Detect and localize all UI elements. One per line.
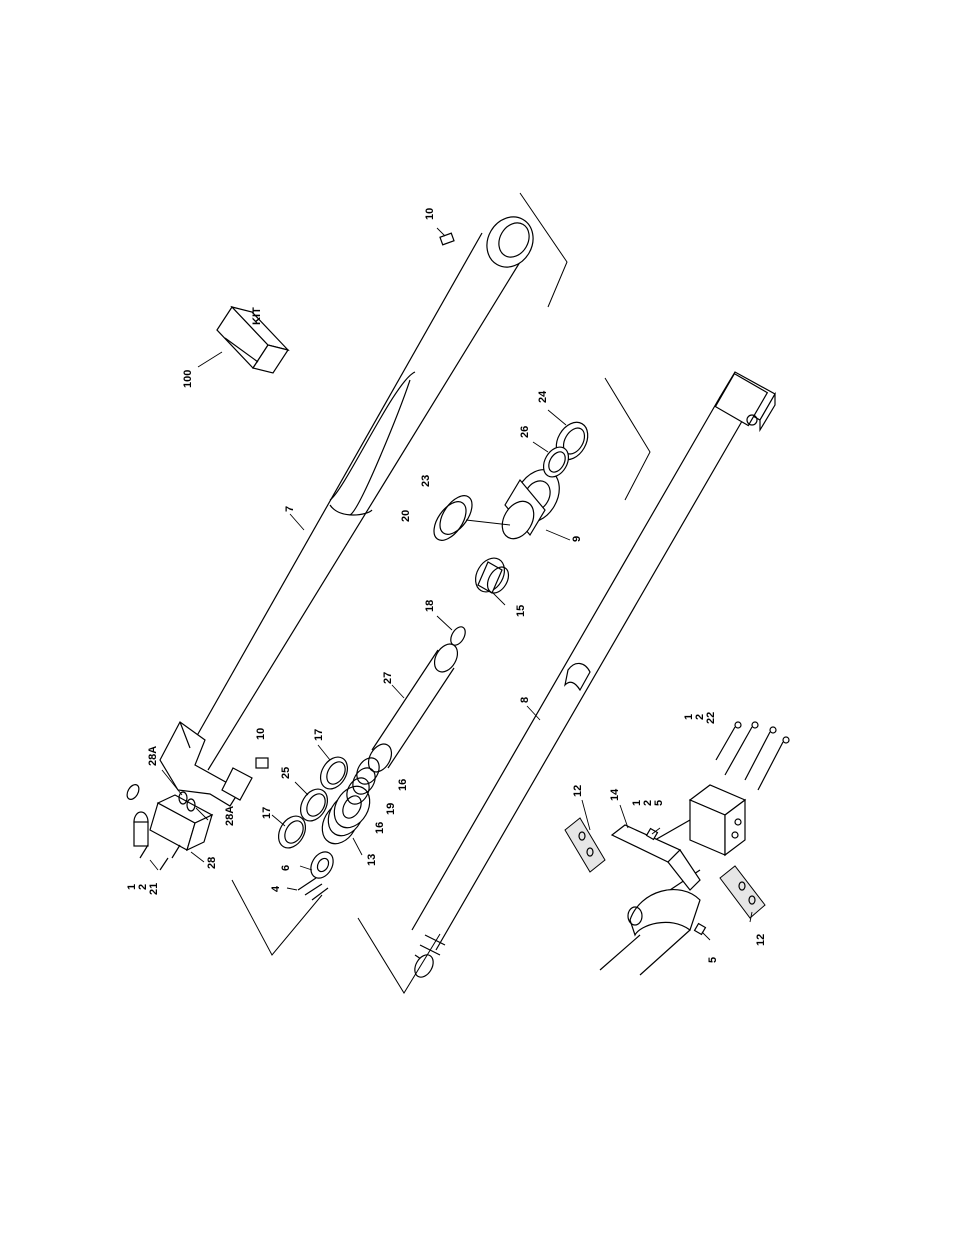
plug-bottom <box>255 757 269 769</box>
callout-7: 7 <box>284 506 296 512</box>
valve-block-28 <box>133 794 214 871</box>
callout-8: 8 <box>519 697 531 703</box>
leader-26 <box>532 441 549 453</box>
leader-17-left <box>271 814 286 827</box>
oring-28a-a <box>126 784 140 800</box>
callout-2-right: 2 <box>694 714 706 720</box>
piston-13 <box>321 785 371 845</box>
callout-1-right: 1 <box>683 714 695 720</box>
callout-19: 19 <box>385 803 397 815</box>
leader-27 <box>391 684 405 699</box>
break-line-tube <box>519 192 568 308</box>
leader-5-bot <box>701 931 711 941</box>
callout-28a-bot: 28A <box>224 806 236 826</box>
leader-4 <box>286 887 298 891</box>
callout-5-mid: 5 <box>653 800 665 806</box>
leader-14 <box>619 804 629 829</box>
bushing-15 <box>474 557 510 594</box>
callout-22: 22 <box>705 712 717 724</box>
leader-17-right <box>317 744 331 761</box>
break-line-gland <box>604 377 651 501</box>
screws-4 <box>297 877 329 901</box>
callout-28: 28 <box>206 857 218 869</box>
callout-21: 21 <box>148 883 160 895</box>
cylinder-tube <box>159 216 534 807</box>
leader-15 <box>492 592 506 606</box>
leader-18 <box>436 615 453 631</box>
leader-1-2-5-mid <box>651 827 661 835</box>
leader-12-bot <box>749 911 753 923</box>
callout-26: 26 <box>519 426 531 438</box>
leader-28 <box>190 851 205 863</box>
oring-28a-b <box>178 791 188 805</box>
callout-12-bot: 12 <box>755 934 767 946</box>
leader-13 <box>352 837 363 856</box>
kit-label: KIT <box>251 307 263 325</box>
oring-28a-c <box>186 798 196 812</box>
leader-8 <box>526 705 541 721</box>
callout-5-bot: 5 <box>707 957 719 963</box>
callout-4: 4 <box>270 885 282 892</box>
callout-25: 25 <box>280 767 292 779</box>
leader-28a-bot <box>195 807 209 821</box>
leader-9 <box>545 529 571 541</box>
piston-rod <box>411 371 776 978</box>
plug-top <box>439 232 455 246</box>
leader-12-top <box>581 799 591 831</box>
callout-28a-top: 28A <box>147 746 159 766</box>
callout-27: 27 <box>382 672 394 684</box>
callout-17-right: 17 <box>313 729 325 741</box>
leader-23-20 <box>465 519 511 526</box>
leader-1-2-21 <box>149 859 159 871</box>
callout-23: 23 <box>420 475 432 487</box>
callout-1-left: 1 <box>126 884 138 890</box>
leader-24 <box>547 409 567 426</box>
leader-28a-top <box>161 769 183 796</box>
callout-2-mid: 2 <box>642 800 654 806</box>
kit-box: KIT <box>216 305 290 374</box>
wear-ring-17-right <box>319 756 349 790</box>
wear-ring-17-left <box>277 815 307 849</box>
leader-7 <box>289 513 305 531</box>
seal-16-a <box>356 757 380 785</box>
spacer-tube-27 <box>367 643 459 773</box>
callout-1-mid: 1 <box>631 800 643 806</box>
callout-13: 13 <box>366 854 378 866</box>
leader-6 <box>299 865 313 871</box>
oring-23-20 <box>433 495 473 541</box>
callout-6: 6 <box>280 865 292 871</box>
mounting-inset <box>564 784 766 976</box>
callout-15: 15 <box>515 605 527 617</box>
head-gland <box>501 469 560 540</box>
callout-2-left: 2 <box>137 884 149 890</box>
callout-100: 100 <box>182 370 194 388</box>
callout-24: 24 <box>537 390 549 403</box>
break-line-piston <box>231 879 323 956</box>
callout-16-b: 16 <box>374 822 386 834</box>
screws-22 <box>715 721 790 791</box>
callout-14: 14 <box>609 788 621 801</box>
break-line-rod <box>357 917 441 994</box>
callout-12-top: 12 <box>572 785 584 797</box>
callout-9: 9 <box>571 536 583 542</box>
seal-16-b <box>346 777 370 805</box>
lock-collar-6 <box>310 851 334 879</box>
seal-25 <box>299 788 329 822</box>
leader-10-top <box>436 227 446 237</box>
leader-100 <box>197 351 223 368</box>
callout-17-left: 17 <box>261 807 273 819</box>
callout-10-top: 10 <box>424 208 436 220</box>
callout-16-a: 16 <box>397 779 409 791</box>
leader-25 <box>294 781 309 796</box>
seal-26 <box>542 446 570 478</box>
seal-19 <box>352 767 376 795</box>
callout-20: 20 <box>400 510 412 522</box>
callout-18: 18 <box>424 600 436 612</box>
callout-10-bot: 10 <box>255 728 267 740</box>
